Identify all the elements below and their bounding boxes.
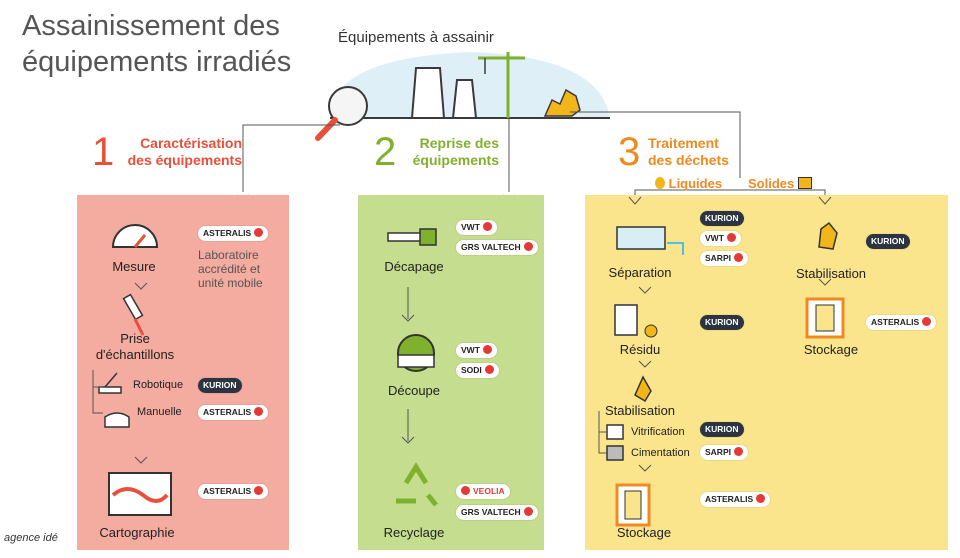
- brush-icon: [387, 228, 437, 246]
- step-3-number: 3: [618, 130, 641, 174]
- asteralis-badge: ASTERALIS: [866, 315, 937, 330]
- waste-pile-icon: [543, 88, 581, 117]
- kurion-badge: KURION: [700, 315, 744, 330]
- decoupe-label: Découpe: [387, 383, 441, 398]
- asteralis-badge: ASTERALIS: [198, 226, 269, 241]
- asteralis-badge: ASTERALIS: [700, 492, 771, 507]
- stockage-left-label: Stockage: [616, 525, 672, 540]
- asteralis-badge: ASTERALIS: [198, 484, 269, 499]
- crane-icon: [478, 52, 525, 118]
- cartographie-label: Cartographie: [99, 525, 175, 540]
- map-icon: [108, 472, 172, 516]
- pipette-icon: [122, 293, 145, 336]
- vitrification-label: Vitrification: [631, 426, 685, 438]
- prise-label: Prise d'échantillons: [95, 331, 175, 362]
- gauge-icon: [111, 224, 159, 248]
- magnifier-icon: [315, 86, 368, 141]
- storage-icon: [805, 297, 845, 339]
- manuelle-label: Manuelle: [137, 406, 182, 418]
- kurion-badge: KURION: [866, 234, 910, 249]
- stabilisation-right-label: Stabilisation: [795, 266, 867, 281]
- solides-label: Solides: [748, 176, 812, 191]
- cooling-tower-icon: [410, 67, 478, 119]
- sarpi-badge: SARPI: [700, 251, 748, 266]
- kurion-badge: KURION: [198, 378, 242, 393]
- vwt-badge: VWT: [456, 220, 497, 235]
- drop-icon: [634, 375, 652, 403]
- stockage-right-label: Stockage: [803, 342, 859, 357]
- cimentation-label: Cimentation: [631, 447, 690, 459]
- step-2-number: 2: [374, 130, 397, 174]
- vitrification-icon: [606, 424, 624, 440]
- page-title: Assainissement des équipements irradiés: [22, 10, 292, 78]
- panel-3-icons: [598, 196, 845, 527]
- panel-2-icons: [387, 228, 438, 507]
- residu-label: Résidu: [619, 342, 661, 357]
- saw-icon: [397, 334, 435, 372]
- asteralis-badge: ASTERALIS: [198, 405, 269, 420]
- sarpi-badge: SARPI: [700, 445, 748, 460]
- cimentation-icon: [606, 445, 624, 461]
- decapage-label: Décapage: [384, 259, 444, 274]
- step-2-title: Reprise des équipements: [412, 135, 499, 168]
- kurion-badge: KURION: [700, 211, 744, 226]
- agency-logo: agence idé: [4, 532, 58, 544]
- robotique-label: Robotique: [133, 379, 184, 391]
- stabilisation-left-label: Stabilisation: [604, 403, 676, 418]
- grs-badge: GRS VALTECH: [456, 505, 538, 520]
- equipment-label: Équipements à assainir: [338, 29, 494, 46]
- step-1-title: Caractérisation des équipements: [127, 135, 242, 168]
- solid-waste-icon: [818, 221, 838, 250]
- hand-icon: [104, 412, 130, 428]
- storage-icon: [615, 483, 651, 527]
- separation-label: Séparation: [608, 265, 672, 280]
- veolia-badge: VEOLIA: [456, 484, 510, 499]
- recycle-icon: [396, 462, 438, 507]
- robot-arm-icon: [98, 372, 122, 394]
- panel-1-icons: [92, 224, 172, 516]
- recyclage-label: Recyclage: [383, 525, 445, 540]
- lab-description: Laboratoire accrédité et unité mobile: [198, 248, 263, 290]
- mesure-label: Mesure: [112, 259, 156, 274]
- grs-badge: GRS VALTECH: [456, 240, 538, 255]
- vwt-badge: VWT: [700, 231, 741, 246]
- barrel-icon: [614, 304, 658, 338]
- kurion-badge: KURION: [700, 422, 744, 437]
- step-1-number: 1: [92, 130, 115, 174]
- vwt-badge: VWT: [456, 343, 497, 358]
- sodi-badge: SODI: [456, 363, 499, 378]
- step-3-title: Traitement des déchets: [648, 135, 729, 168]
- liquides-label: Liquides: [655, 176, 722, 191]
- separator-icon: [616, 226, 684, 255]
